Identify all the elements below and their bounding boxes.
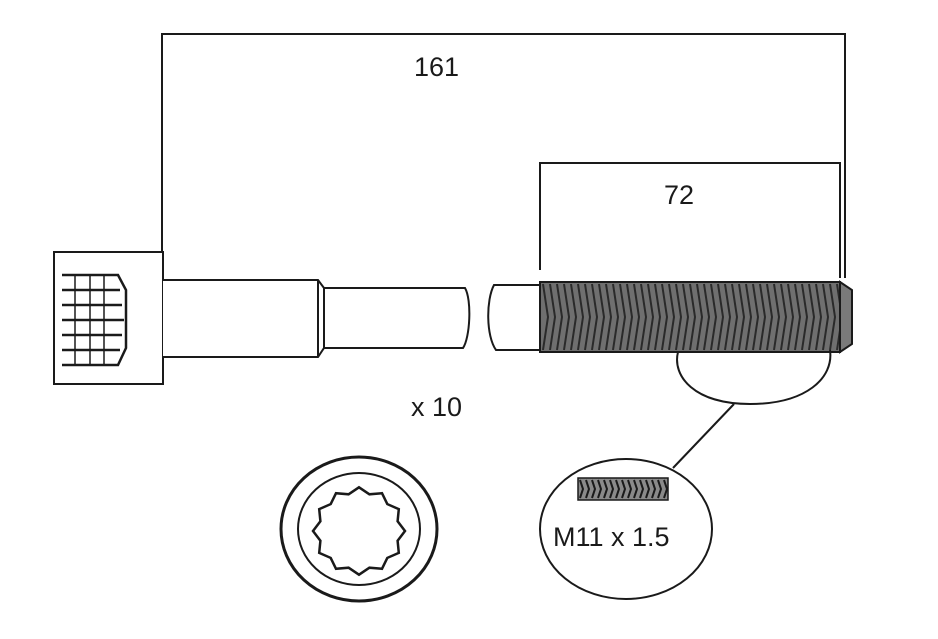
bolt-thread <box>540 282 852 352</box>
bolt-head <box>54 252 163 384</box>
bolt-shank <box>163 280 540 357</box>
dimension-bracket-thread <box>540 163 840 278</box>
spline-socket-side-view <box>62 275 126 365</box>
washer-end-view <box>281 457 437 601</box>
dimension-bracket-overall <box>162 34 845 278</box>
thread-callout <box>540 350 830 599</box>
thread-spec-label: M11 x 1.5 <box>553 522 670 552</box>
quantity-label: x 10 <box>411 392 463 422</box>
thread-detail <box>578 478 668 500</box>
dimension-label-overall-length: 161 <box>414 52 460 82</box>
dimension-label-thread-length: 72 <box>664 180 695 210</box>
